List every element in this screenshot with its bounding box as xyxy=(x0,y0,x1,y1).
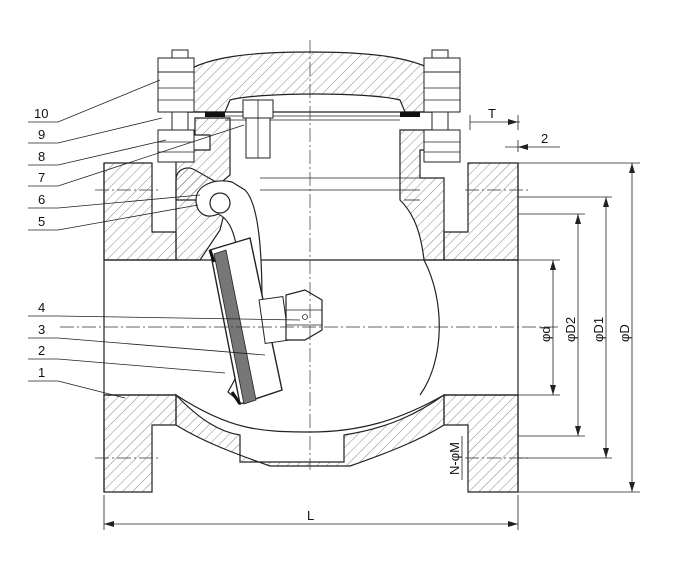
valve-bonnet xyxy=(177,51,445,121)
bonnet-bolt-right xyxy=(423,49,461,163)
callout-label: 8 xyxy=(38,149,45,164)
bonnet-bolt-left xyxy=(157,49,195,163)
gasket-left xyxy=(205,112,225,117)
dim-length: L xyxy=(307,508,314,523)
callout-label: 9 xyxy=(38,127,45,142)
valve-disc xyxy=(208,237,323,405)
dim-flange-dia: φD xyxy=(617,324,632,342)
dim-top-thickness: T xyxy=(488,106,496,121)
callout-label: 5 xyxy=(38,214,45,229)
callout-label: 6 xyxy=(38,192,45,207)
dimension-arrows xyxy=(104,119,635,527)
dim-bolt-circle-dia: φD1 xyxy=(591,317,606,342)
callout-label: 2 xyxy=(38,343,45,358)
callout-label: 1 xyxy=(38,365,45,380)
callout-leaders xyxy=(28,79,301,399)
dim-bolt-holes: N-φM xyxy=(447,442,462,475)
callout-label: 7 xyxy=(38,170,45,185)
dimension-lines xyxy=(103,115,640,530)
callout-label: 10 xyxy=(34,106,48,121)
hinge-pin xyxy=(209,192,231,214)
callout-label: 4 xyxy=(38,300,45,315)
callout-label: 3 xyxy=(38,322,45,337)
dim-bore: φd xyxy=(538,326,553,342)
gasket-right xyxy=(400,112,420,117)
dim-raised-face: 2 xyxy=(541,131,548,146)
dim-raised-face-dia: φD2 xyxy=(563,317,578,342)
hinge-bolt xyxy=(242,99,274,159)
